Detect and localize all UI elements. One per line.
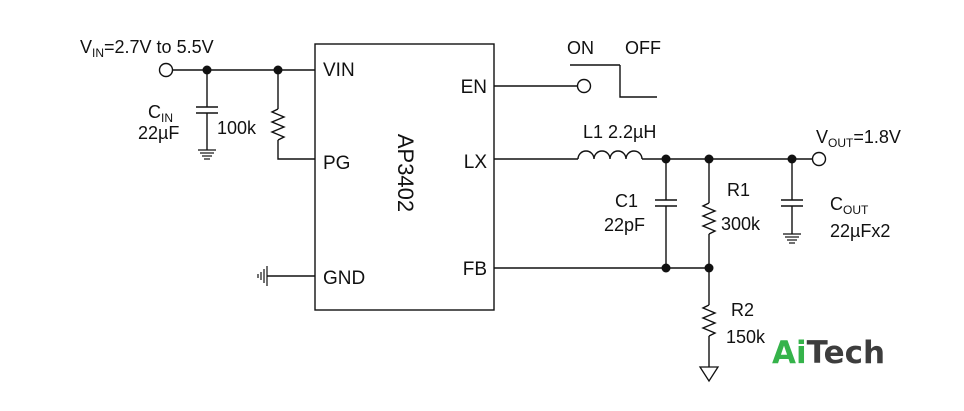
r2-name: R2 bbox=[731, 300, 754, 320]
pin-vin: VIN bbox=[323, 60, 355, 81]
rpg-resistor bbox=[270, 108, 286, 141]
cin-name: CIN bbox=[148, 102, 173, 125]
aitech-logo: AiTech bbox=[772, 335, 885, 371]
switch-on-label[interactable]: ON bbox=[567, 38, 594, 58]
r1-value: 300k bbox=[721, 214, 761, 234]
pin-pg: PG bbox=[323, 153, 350, 174]
c1-value: 22pF bbox=[604, 215, 645, 235]
cout-value: 22µFx2 bbox=[830, 221, 890, 241]
pin-gnd: GND bbox=[323, 268, 365, 289]
ic-body bbox=[314, 43, 495, 311]
cin-ground-icon bbox=[198, 149, 216, 160]
cout-name: COUT bbox=[830, 194, 869, 217]
r1-name: R1 bbox=[727, 180, 750, 200]
rpg-value: 100k bbox=[217, 118, 257, 138]
en-off-wire bbox=[619, 65, 657, 98]
r1-resistor bbox=[701, 202, 717, 235]
l1-label: L1 2.2µH bbox=[583, 122, 656, 142]
junction-fb-c1 bbox=[661, 263, 671, 273]
pin-lx: LX bbox=[464, 152, 488, 173]
r2-ground-icon bbox=[698, 366, 720, 383]
l1-inductor bbox=[577, 150, 643, 160]
vin-label: VIN=2.7V to 5.5V bbox=[80, 37, 214, 60]
switch-off-label[interactable]: OFF bbox=[625, 38, 661, 58]
pin-fb: FB bbox=[463, 259, 487, 280]
cin-value: 22µF bbox=[138, 123, 179, 143]
vout-label: VOUT=1.8V bbox=[816, 127, 901, 150]
pg-wire bbox=[277, 140, 315, 160]
pin-en: EN bbox=[461, 77, 487, 98]
ic-ground-icon bbox=[257, 266, 268, 286]
vout-terminal bbox=[811, 151, 827, 167]
r2-value: 150k bbox=[726, 327, 766, 347]
ic-name: AP3402 bbox=[393, 134, 418, 212]
c1-name: C1 bbox=[615, 191, 638, 211]
vin-terminal bbox=[158, 62, 174, 78]
r2-resistor bbox=[701, 304, 717, 337]
en-on-terminal bbox=[576, 78, 592, 94]
cout-ground-icon bbox=[783, 233, 801, 244]
